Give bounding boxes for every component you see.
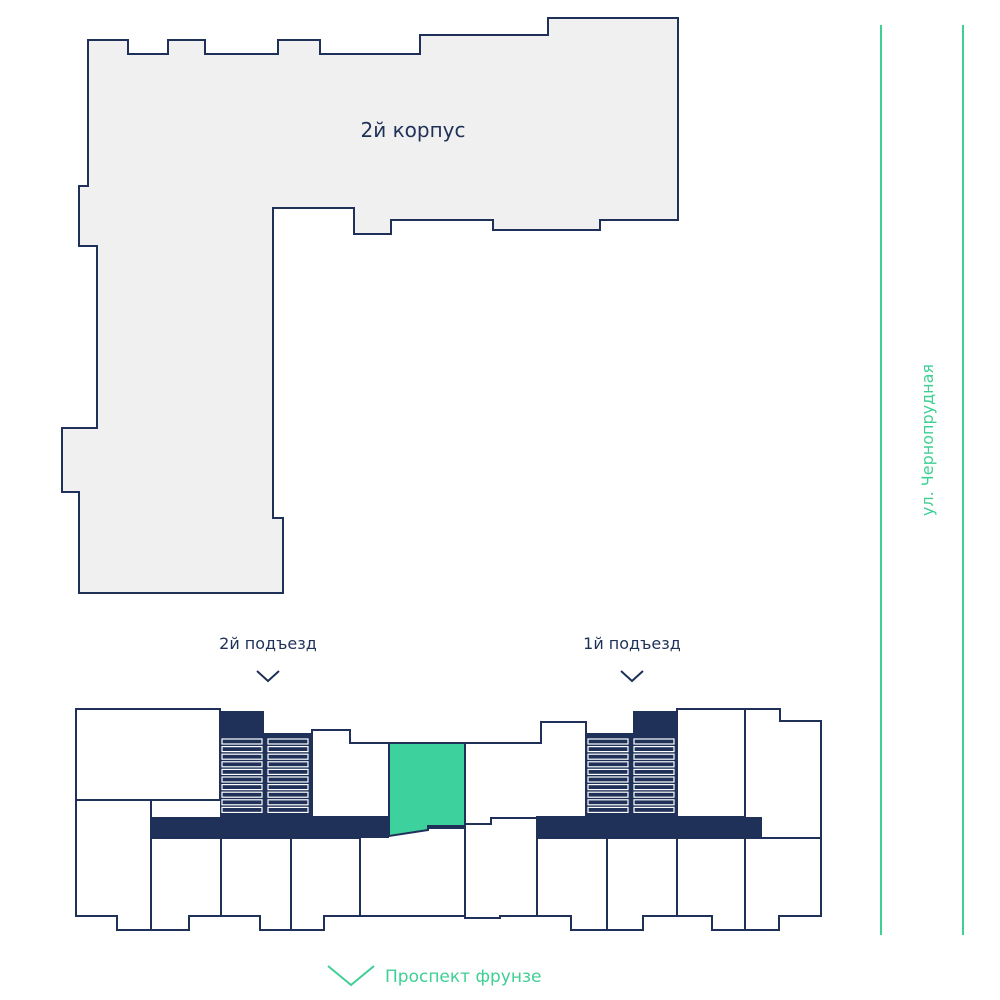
building-2-label: 2й корпус [361, 118, 466, 142]
apartment-unit[interactable] [290, 837, 361, 931]
stair-step [267, 761, 309, 768]
apartment-unit[interactable] [359, 827, 466, 917]
stair-step [587, 776, 629, 783]
apartment-unit[interactable] [464, 817, 538, 919]
core-1-head [633, 711, 677, 734]
building-2[interactable]: 2й корпус [61, 17, 679, 594]
stair-step [221, 776, 263, 783]
core-1-body [586, 733, 677, 819]
stair-step [221, 745, 263, 753]
stair-step [633, 783, 675, 791]
stair-step [633, 768, 675, 776]
stair-step [267, 806, 309, 814]
core-2-head [220, 711, 264, 734]
stair-step [267, 783, 309, 791]
core-2-body [220, 733, 312, 819]
stair-step [267, 738, 309, 745]
stair-step [587, 791, 629, 798]
apartment-unit[interactable] [150, 837, 222, 931]
stair-step [587, 753, 629, 760]
corridor-left [151, 817, 389, 838]
stair-step [633, 776, 675, 783]
avenue-label: Проспект фрунзе [385, 967, 541, 987]
stair-step [633, 738, 675, 745]
stair-step [221, 799, 263, 806]
stair-step [221, 738, 263, 745]
stair-core-2 [220, 711, 312, 819]
apartment-unit[interactable] [676, 837, 746, 931]
stair-step [267, 776, 309, 783]
selected-apartment[interactable] [388, 742, 466, 838]
apartment-unit[interactable] [676, 708, 746, 818]
stair-step [587, 738, 629, 745]
stair-step [221, 768, 263, 776]
stair-step [633, 799, 675, 806]
stair-step [587, 761, 629, 768]
apartment-unit[interactable] [220, 837, 292, 931]
stair-step [587, 768, 629, 776]
stair-step [221, 761, 263, 768]
stair-step [633, 806, 675, 814]
stair-step [267, 745, 309, 753]
stair-step [221, 753, 263, 760]
stair-step [267, 753, 309, 760]
stair-core-1 [586, 711, 677, 819]
stair-step [587, 799, 629, 806]
entrance-2-label: 2й подъезд [219, 634, 317, 653]
apartment-unit[interactable] [75, 708, 221, 801]
street-label: ул. Чернопрудная [918, 364, 937, 516]
floor-plan-units [75, 708, 822, 931]
stair-steps [221, 738, 675, 814]
stair-step [221, 806, 263, 814]
corridor-right [537, 817, 762, 838]
stair-step [267, 791, 309, 798]
apartment-unit[interactable] [464, 721, 587, 825]
building-2-outline[interactable] [61, 17, 679, 594]
stair-step [587, 783, 629, 791]
stair-step [267, 768, 309, 776]
entrance-2-chevron-down-icon [256, 670, 280, 683]
stair-step [587, 806, 629, 814]
apartment-unit[interactable] [744, 837, 822, 931]
stair-step [633, 761, 675, 768]
corridor [151, 817, 762, 838]
stair-step [633, 791, 675, 798]
stair-step [633, 753, 675, 760]
avenue-chevron-down-icon [327, 965, 375, 987]
stair-step [221, 783, 263, 791]
apartment-unit[interactable] [311, 729, 390, 818]
entrance-1-label: 1й подъезд [583, 634, 681, 653]
apartment-unit[interactable] [606, 837, 678, 931]
stair-step [221, 791, 263, 798]
stair-step [633, 745, 675, 753]
apartment-unit[interactable] [536, 837, 608, 931]
apartment-unit[interactable] [75, 799, 152, 931]
entrance-1-chevron-down-icon [620, 670, 644, 683]
stair-step [267, 799, 309, 806]
stair-step [587, 745, 629, 753]
